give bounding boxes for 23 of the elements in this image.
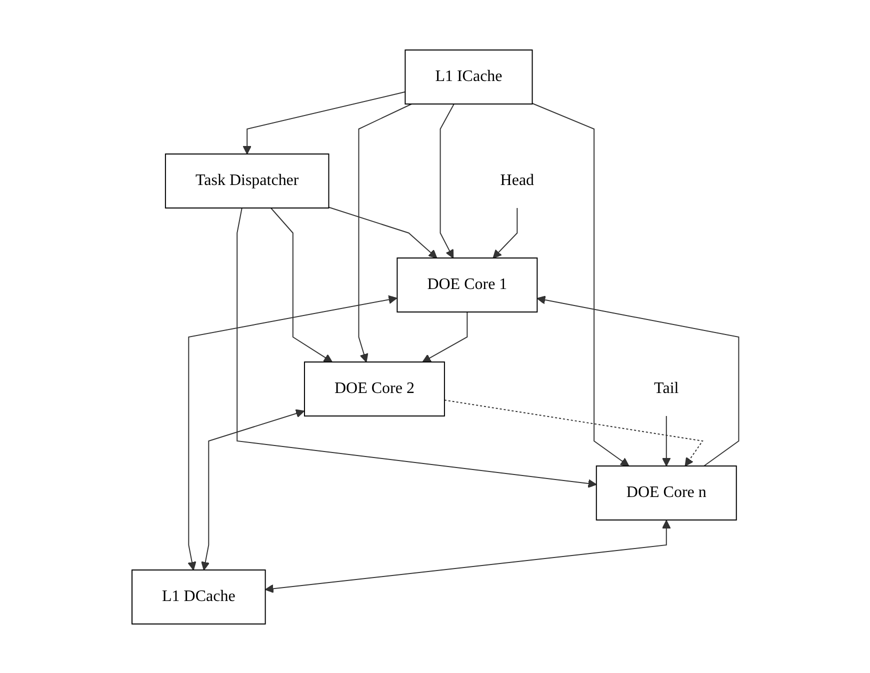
node-box: L1 DCache [131,568,266,624]
arrow [187,294,397,570]
node-box: DOE Core 2 [304,361,445,416]
arrow [200,408,304,570]
arrow [358,103,412,362]
arrow [662,415,670,466]
arrow [492,207,518,258]
arrow [236,207,596,488]
arrow [328,206,437,258]
node-box: DOE Core 1 [396,257,538,312]
node-box: Task Dispatcher [164,153,329,208]
node-box: DOE Core n [596,465,737,520]
node-text: Head [500,171,534,188]
arrow [270,207,332,362]
arrow [264,519,670,593]
node-box: L1 ICache [404,49,532,104]
arrow [531,102,629,466]
node-text: Tail [654,379,678,396]
arrow [536,295,739,466]
arrow [422,311,468,362]
arrow [444,399,704,466]
arrow [439,103,454,258]
arrow [242,90,406,154]
